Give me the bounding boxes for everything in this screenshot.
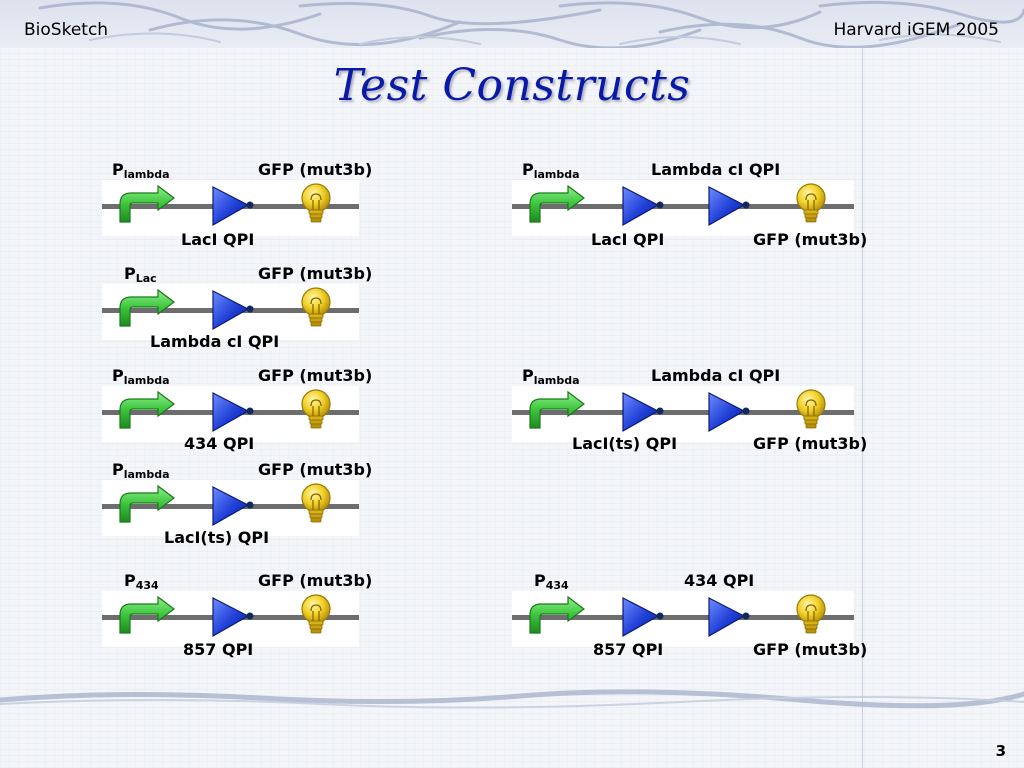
lightbulb-icon bbox=[795, 182, 827, 228]
promoter-label: Plambda bbox=[112, 460, 170, 481]
promoter-label: Plambda bbox=[112, 366, 170, 387]
construct-3: PLac GFP (mut3b) Lambda cI QPI bbox=[102, 264, 372, 356]
promoter-label: PLac bbox=[124, 264, 157, 285]
promoter-arrow-icon bbox=[114, 288, 176, 328]
dna-backbone bbox=[512, 615, 854, 620]
top-part-label: GFP (mut3b) bbox=[258, 571, 373, 590]
construct-7: P434 GFP (mut3b) 857 QPI bbox=[102, 571, 372, 663]
top-part-label: GFP (mut3b) bbox=[258, 160, 373, 179]
bottom-part-label: Lambda cI QPI bbox=[150, 332, 280, 351]
repressor-triangle-icon bbox=[620, 596, 664, 640]
repressor-triangle-icon bbox=[706, 185, 750, 229]
construct-4: Plambda GFP (mut3b) 434 QPI bbox=[102, 366, 372, 458]
repressor-triangle-icon bbox=[706, 596, 750, 640]
top-part-label: GFP (mut3b) bbox=[258, 460, 373, 479]
header-right-text: Harvard iGEM 2005 bbox=[833, 20, 999, 40]
promoter-arrow-icon bbox=[524, 184, 586, 224]
lightbulb-icon bbox=[300, 593, 332, 639]
top-part-label: 434 QPI bbox=[684, 571, 755, 590]
header-band: BioSketch Harvard iGEM 2005 bbox=[0, 0, 1024, 48]
lightbulb-icon bbox=[300, 482, 332, 528]
bottom-part-label: 434 QPI bbox=[184, 434, 255, 453]
construct-2: Plambda Lambda cI QPI LacI QPI GFP (mut3… bbox=[512, 160, 867, 252]
repressor-triangle-icon bbox=[620, 391, 664, 435]
page-number: 3 bbox=[995, 742, 1006, 760]
top-part-label: Lambda cI QPI bbox=[651, 160, 781, 179]
repressor-triangle-icon bbox=[210, 391, 254, 435]
lightbulb-icon bbox=[300, 182, 332, 228]
bottom-part-label-a: 857 QPI bbox=[593, 640, 664, 659]
construct-6: Plambda GFP (mut3b) LacI(ts) QPI bbox=[102, 460, 372, 552]
dna-backbone bbox=[512, 410, 854, 415]
promoter-label: P434 bbox=[534, 571, 569, 592]
lightbulb-icon bbox=[795, 593, 827, 639]
repressor-triangle-icon bbox=[210, 185, 254, 229]
promoter-label: Plambda bbox=[522, 366, 580, 387]
construct-8: P434 434 QPI 857 QPI GFP (mut3b) bbox=[512, 571, 867, 663]
promoter-arrow-icon bbox=[114, 595, 176, 635]
bottom-part-label: LacI QPI bbox=[181, 230, 255, 249]
repressor-triangle-icon bbox=[210, 289, 254, 333]
header-left-text: BioSketch bbox=[24, 20, 109, 40]
promoter-label: Plambda bbox=[522, 160, 580, 181]
promoter-label: Plambda bbox=[112, 160, 170, 181]
bottom-part-label-b: GFP (mut3b) bbox=[753, 434, 868, 453]
bottom-part-label: LacI(ts) QPI bbox=[164, 528, 270, 547]
header-swirl-decoration bbox=[38, 0, 1024, 48]
promoter-arrow-icon bbox=[114, 484, 176, 524]
right-divider-line bbox=[862, 48, 863, 768]
top-part-label: Lambda cI QPI bbox=[651, 366, 781, 385]
repressor-triangle-icon bbox=[706, 391, 750, 435]
top-part-label: GFP (mut3b) bbox=[258, 264, 373, 283]
footer-swirl-decoration bbox=[0, 689, 1024, 709]
dna-backbone bbox=[512, 204, 854, 209]
lightbulb-icon bbox=[300, 388, 332, 434]
lightbulb-icon bbox=[795, 388, 827, 434]
construct-5: Plambda Lambda cI QPI LacI(ts) QPI GFP (… bbox=[512, 366, 867, 458]
bottom-part-label: 857 QPI bbox=[183, 640, 254, 659]
bottom-part-label-b: GFP (mut3b) bbox=[753, 230, 868, 249]
promoter-arrow-icon bbox=[524, 595, 586, 635]
promoter-arrow-icon bbox=[114, 390, 176, 430]
bottom-part-label-b: GFP (mut3b) bbox=[753, 640, 868, 659]
bottom-part-label-a: LacI QPI bbox=[591, 230, 665, 249]
construct-1: Plambda GFP (mut3b) LacI QPI bbox=[102, 160, 372, 252]
bottom-part-label-a: LacI(ts) QPI bbox=[572, 434, 678, 453]
slide-title: Test Constructs bbox=[333, 60, 691, 111]
top-part-label: GFP (mut3b) bbox=[258, 366, 373, 385]
repressor-triangle-icon bbox=[210, 485, 254, 529]
repressor-triangle-icon bbox=[210, 596, 254, 640]
promoter-arrow-icon bbox=[524, 390, 586, 430]
repressor-triangle-icon bbox=[620, 185, 664, 229]
promoter-label: P434 bbox=[124, 571, 159, 592]
promoter-arrow-icon bbox=[114, 184, 176, 224]
lightbulb-icon bbox=[300, 286, 332, 332]
